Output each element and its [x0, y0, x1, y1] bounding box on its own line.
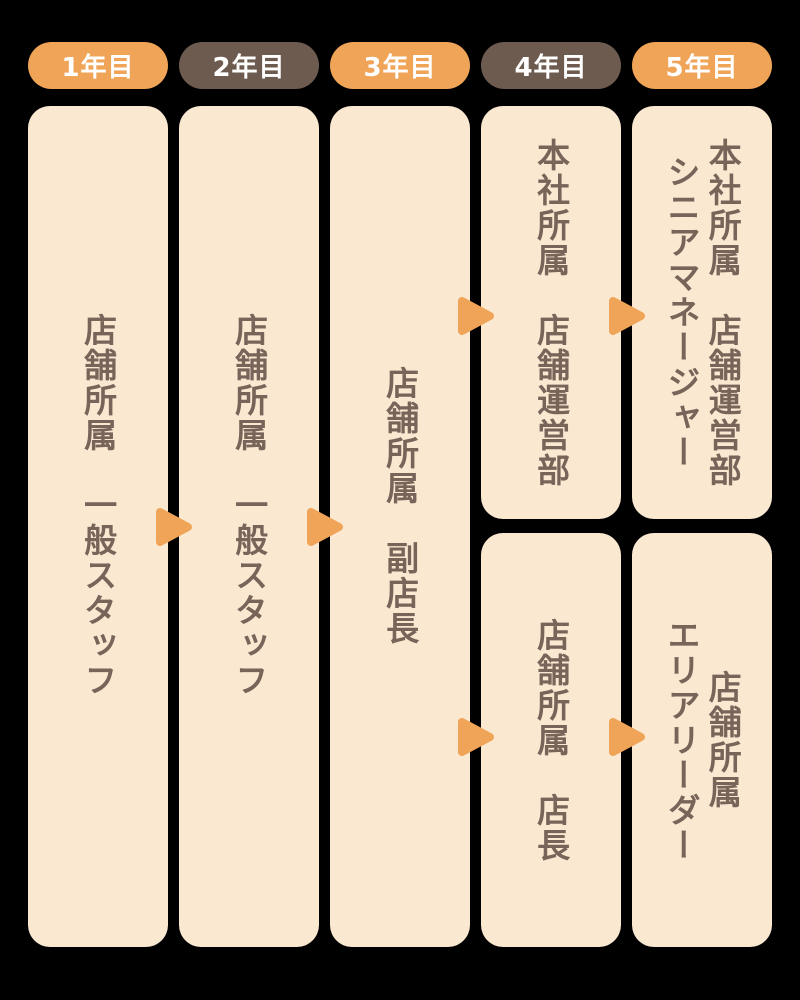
- column-year-5: 5年目 本社所属 店舗運営部 シニアマネージャー 店舗所属 エリアリーダー: [632, 0, 772, 1000]
- career-box-y5-store-text: 店舗所属 エリアリーダー: [661, 618, 744, 863]
- arrow-right-icon-y4-y5-bottom: [606, 713, 648, 761]
- year-pill-4-label: 4年目: [514, 53, 588, 83]
- column-year-1: 1年目 店舗所属 一般スタッフ: [28, 0, 168, 1000]
- career-box-y5-store-line1: 店舗所属: [703, 670, 743, 810]
- career-box-y1-text: 店舗所属 一般スタッフ: [77, 313, 118, 698]
- career-box-y1-line1: 店舗所属 一般スタッフ: [78, 313, 118, 698]
- column-year-4: 4年目 本社所属 店舗運営部 店舗所属 店長: [481, 0, 621, 1000]
- career-box-y4-hq-text: 本社所属 店舗運営部: [530, 138, 571, 488]
- career-box-y4-hq: 本社所属 店舗運営部: [481, 106, 621, 519]
- column-year-3: 3年目 店舗所属 副店長: [330, 0, 470, 1000]
- career-box-y5-store-line2: エリアリーダー: [662, 617, 701, 863]
- year-pill-4: 4年目: [481, 42, 621, 89]
- career-box-y3: 店舗所属 副店長: [330, 106, 470, 947]
- column-year-2: 2年目 店舗所属 一般スタッフ: [179, 0, 319, 1000]
- year-pill-5-label: 5年目: [665, 53, 739, 83]
- career-box-y1: 店舗所属 一般スタッフ: [28, 106, 168, 947]
- career-box-y5-hq: 本社所属 店舗運営部 シニアマネージャー: [632, 106, 772, 519]
- career-box-y2-text: 店舗所属 一般スタッフ: [228, 313, 269, 698]
- arrow-right-icon-y2-y3: [304, 503, 346, 551]
- career-box-y3-text: 店舗所属 副店長: [379, 366, 420, 646]
- year-pill-2-label: 2年目: [212, 53, 286, 83]
- arrow-right-icon-y3-y4-bottom: [455, 713, 497, 761]
- career-box-y4-store-line1: 店舗所属 店長: [531, 617, 571, 863]
- arrow-right-icon-y3-y4-top: [455, 292, 497, 340]
- career-box-y2: 店舗所属 一般スタッフ: [179, 106, 319, 947]
- career-box-y5-store: 店舗所属 エリアリーダー: [632, 533, 772, 947]
- year-pill-3-label: 3年目: [363, 53, 437, 83]
- career-box-y3-line1: 店舗所属 副店長: [380, 365, 420, 646]
- career-box-y2-line1: 店舗所属 一般スタッフ: [229, 313, 269, 698]
- year-pill-1-label: 1年目: [61, 53, 135, 83]
- arrow-right-icon-y1-y2: [153, 503, 195, 551]
- arrow-right-icon-y4-y5-top: [606, 292, 648, 340]
- career-box-y5-hq-line2: シニアマネージャー: [662, 155, 701, 470]
- year-pill-2: 2年目: [179, 42, 319, 89]
- year-pill-1: 1年目: [28, 42, 168, 89]
- career-box-y4-store: 店舗所属 店長: [481, 533, 621, 947]
- year-pill-5: 5年目: [632, 42, 772, 89]
- career-box-y5-hq-line1: 本社所属 店舗運営部: [703, 137, 743, 488]
- career-box-y5-hq-text: 本社所属 店舗運営部 シニアマネージャー: [661, 138, 744, 488]
- year-pill-3: 3年目: [330, 42, 470, 89]
- career-box-y4-hq-line1: 本社所属 店舗運営部: [531, 137, 571, 488]
- career-box-y4-store-text: 店舗所属 店長: [530, 618, 571, 863]
